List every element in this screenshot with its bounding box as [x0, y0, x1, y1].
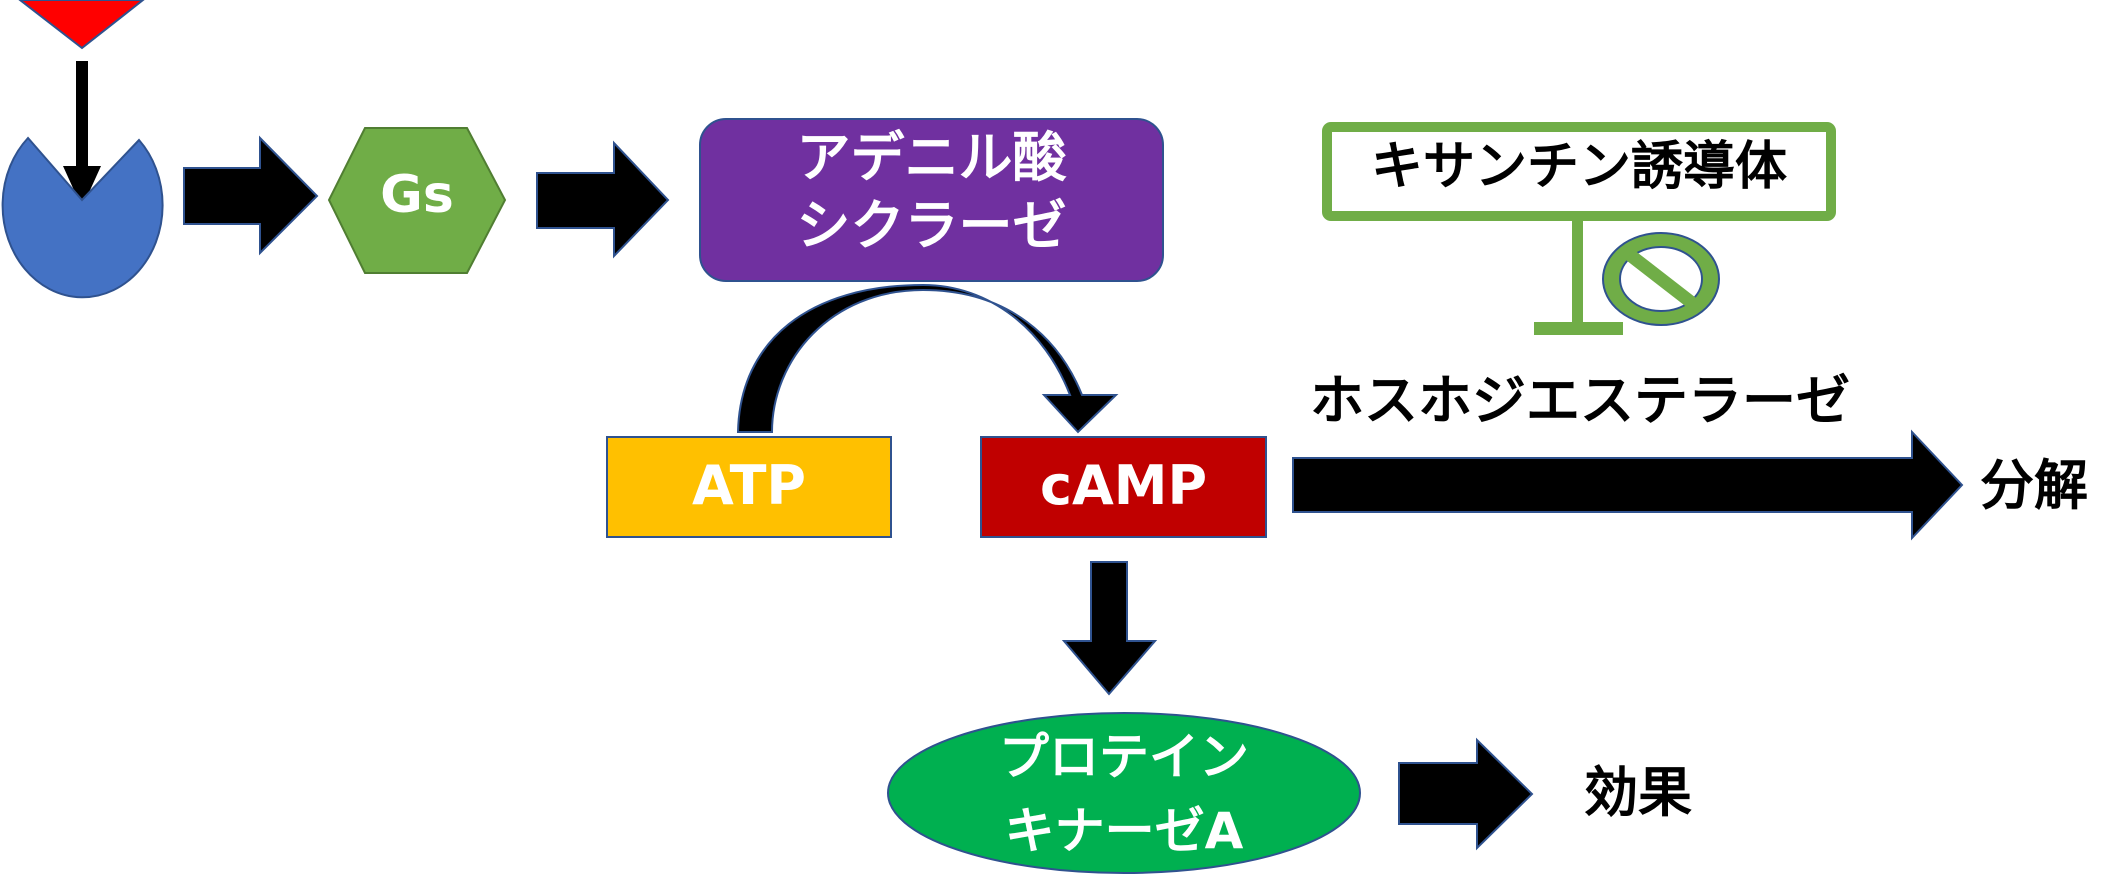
arrow-camp-to-pka	[1061, 561, 1158, 696]
prohibited-sign-icon	[1602, 232, 1720, 326]
gs-hexagon	[327, 127, 507, 274]
arrow-gs-to-ac	[536, 140, 670, 259]
atp-box	[606, 436, 892, 538]
ligand-triangle-icon	[18, 0, 145, 50]
pka-line2: キナーゼA	[1004, 802, 1244, 860]
receptor-pacman-icon	[1, 136, 164, 299]
xanthine-label: キサンチン誘導体	[1370, 137, 1787, 197]
adenylate-cyclase-line1: アデニル酸	[796, 126, 1067, 189]
adenylate-cyclase-label: アデニル酸 シクラーゼ	[700, 124, 1163, 260]
arrow-camp-to-degradation	[1292, 429, 1964, 541]
adenylate-cyclase-line2: シクラーゼ	[796, 194, 1067, 257]
gs-label: Gs	[380, 165, 454, 225]
pka-ellipse	[887, 712, 1361, 874]
binding-arrow	[63, 61, 101, 208]
inhibition-bar	[1534, 218, 1623, 335]
atp-label: ATP	[691, 454, 806, 517]
phosphodiesterase-label: ホスホジエステラーゼ	[1310, 369, 1850, 432]
pka-line1: プロテイン	[999, 728, 1249, 786]
curved-arrow-atp-to-camp	[736, 283, 1119, 434]
camp-label: cAMP	[1039, 454, 1208, 517]
xanthine-box	[1322, 122, 1836, 221]
camp-box	[980, 436, 1267, 538]
degradation-label: 分解	[1980, 454, 2088, 517]
arrow-receptor-to-gs	[183, 135, 319, 256]
adenylate-cyclase-box	[699, 118, 1164, 282]
pka-label: プロテイン キナーゼA	[900, 720, 1348, 868]
arrow-pka-to-effect	[1398, 737, 1534, 851]
effect-label: 効果	[1584, 761, 1692, 824]
